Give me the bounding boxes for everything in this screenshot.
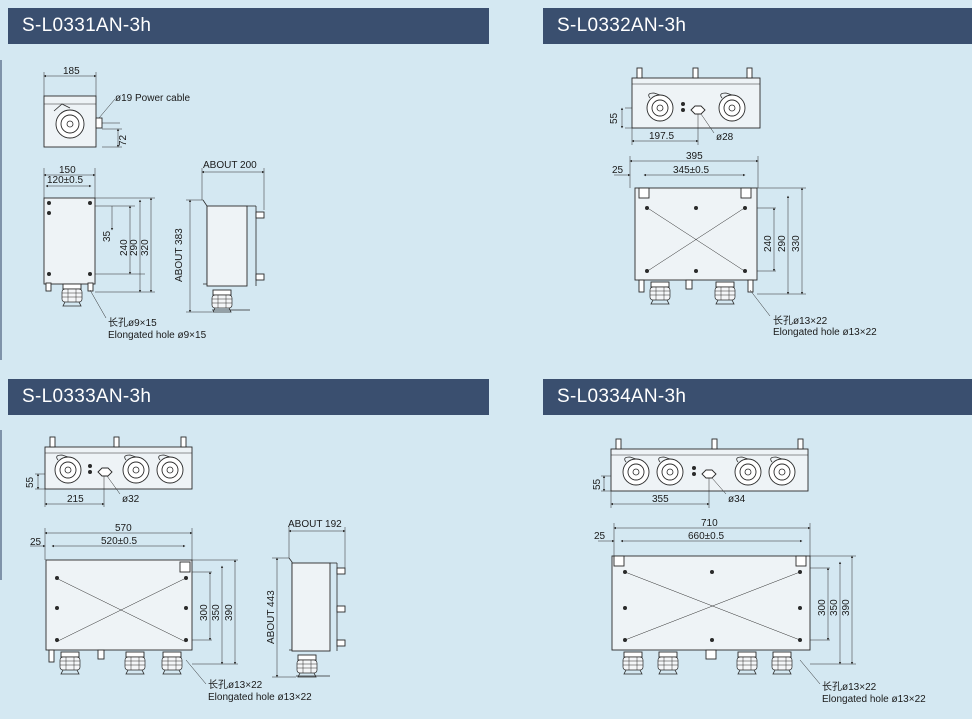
- dim-350: 350: [829, 599, 840, 616]
- dim-120: 120±0.5: [47, 175, 84, 186]
- side-view: [272, 527, 346, 678]
- dim-390: 390: [841, 599, 852, 616]
- dim-320: 320: [140, 239, 151, 256]
- dim-240: 240: [763, 235, 774, 252]
- dim-about-443: ABOUT 443: [266, 590, 277, 644]
- front-view: [598, 523, 856, 685]
- hole-label-cn: 长孔ø13×22: [822, 681, 877, 693]
- dim-55: 55: [592, 478, 603, 490]
- drawing-l0334: 55 355 ø34: [592, 438, 926, 705]
- dim-520: 520±0.5: [101, 536, 138, 547]
- dim-345: 345±0.5: [673, 165, 710, 176]
- top-view: [43, 72, 122, 148]
- dim-660: 660±0.5: [688, 531, 725, 542]
- front-view: [43, 168, 155, 319]
- top-view: [35, 436, 193, 507]
- drawing-l0332: 55 197.5 ø28: [609, 67, 877, 338]
- power-cable-label: ø19 Power cable: [115, 93, 190, 104]
- dim-185: 185: [63, 66, 80, 77]
- hole-label-en: Elongated hole ø13×22: [773, 327, 877, 338]
- top-view: [601, 438, 809, 508]
- dim-about-200: ABOUT 200: [203, 160, 257, 171]
- panel-title-l0332: S-L0332AN-3h: [543, 8, 972, 44]
- dim-350: 350: [211, 604, 222, 621]
- hole-label-cn: 长孔ø13×22: [208, 679, 263, 691]
- dim-390: 390: [224, 604, 235, 621]
- dim-35: 35: [102, 230, 113, 242]
- top-view: [620, 67, 761, 145]
- dim-215: 215: [67, 494, 84, 505]
- dim-570: 570: [115, 523, 132, 534]
- dim-290: 290: [777, 235, 788, 252]
- dim-300: 300: [199, 604, 210, 621]
- dim-330: 330: [791, 235, 802, 252]
- dim-25: 25: [594, 531, 606, 542]
- left-edge-rule: [0, 60, 2, 360]
- hole-label-en: Elongated hole ø13×22: [822, 694, 926, 705]
- panel-title-l0331: S-L0331AN-3h: [8, 8, 489, 44]
- dim-d32: ø32: [122, 494, 140, 505]
- dim-25: 25: [30, 537, 42, 548]
- drawing-l0333: 55 215 ø32: [25, 436, 346, 703]
- dim-d28: ø28: [716, 132, 734, 143]
- dim-72: 72: [118, 134, 129, 146]
- dim-240: 240: [119, 239, 130, 256]
- panel-title-l0334: S-L0334AN-3h: [543, 379, 972, 415]
- dim-about-192: ABOUT 192: [288, 519, 342, 530]
- panel-title-l0333: S-L0333AN-3h: [8, 379, 489, 415]
- dim-d34: ø34: [728, 494, 746, 505]
- dim-25: 25: [612, 165, 624, 176]
- hole-label-en: Elongated hole ø13×22: [208, 692, 312, 703]
- dim-about-383: ABOUT 383: [174, 228, 185, 282]
- dim-55: 55: [609, 112, 620, 124]
- dim-395: 395: [686, 151, 703, 162]
- side-view: [186, 168, 265, 313]
- dim-55: 55: [25, 476, 36, 488]
- dim-197-5: 197.5: [649, 131, 674, 142]
- dim-710: 710: [701, 518, 718, 529]
- hole-label-cn: 长孔ø9×15: [108, 317, 157, 329]
- dim-290: 290: [129, 239, 140, 256]
- dim-300: 300: [817, 599, 828, 616]
- dim-150: 150: [59, 165, 76, 176]
- left-edge-rule: [0, 430, 2, 580]
- front-view: [30, 528, 238, 685]
- drawing-l0331: 185 ø19 Power cable 72: [43, 66, 265, 341]
- hole-label-en: Elongated hole ø9×15: [108, 330, 207, 341]
- hole-label-cn: 长孔ø13×22: [773, 315, 828, 327]
- front-view: [614, 156, 806, 317]
- dim-355: 355: [652, 494, 669, 505]
